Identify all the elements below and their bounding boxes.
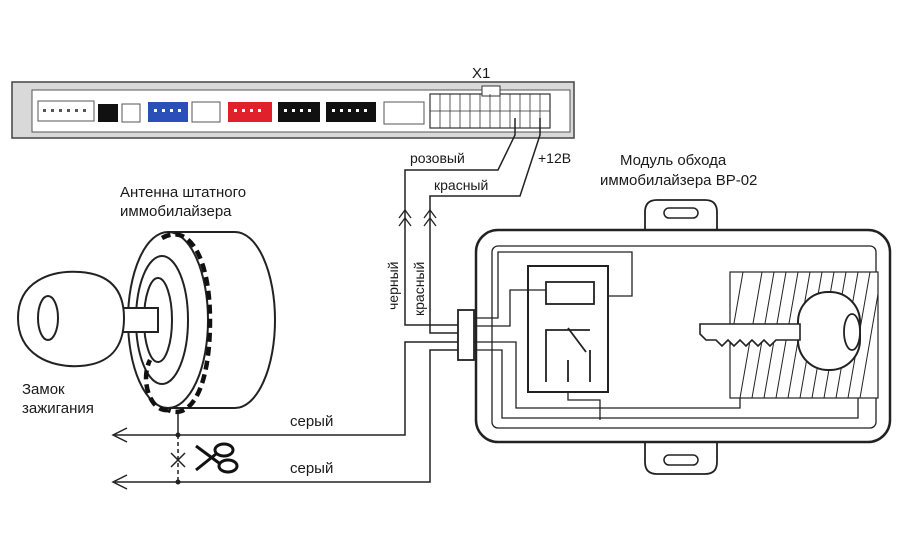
- scissors-icon: [195, 442, 239, 474]
- chevron-up-icon: [423, 208, 437, 219]
- key-icon: [16, 270, 126, 368]
- module-label-line2: иммобилайзера BP-02: [600, 172, 757, 189]
- cut-mark-icon: [170, 452, 186, 468]
- connector-x1-latch: [481, 85, 501, 97]
- main-unit: X1: [11, 65, 575, 139]
- chevron-up-icon: [423, 216, 437, 227]
- connector-black-1: [98, 104, 118, 122]
- connector-black-2: [278, 102, 320, 122]
- chevron-up-icon: [398, 208, 412, 219]
- wire-gray-top: [115, 341, 462, 436]
- mount-hole-bottom: [663, 454, 699, 466]
- module-key-blade: [699, 323, 801, 348]
- ignition-label-line2: зажигания: [22, 400, 94, 417]
- arrow-left-icon: [111, 427, 128, 443]
- wires: [115, 118, 541, 483]
- wire-label-gray-bottom: серый: [290, 460, 333, 477]
- ignition-lock: [16, 231, 276, 409]
- ignition-label-line1: Замок: [22, 381, 65, 398]
- wire-label-gray-top: серый: [290, 413, 333, 430]
- connector-white-4: [383, 101, 425, 125]
- connector-white-1-pins: [43, 109, 86, 112]
- chevron-up-icon: [398, 216, 412, 227]
- junction-dot-bottom: [175, 479, 181, 485]
- module-connector: [457, 309, 475, 361]
- antenna-ring: [160, 232, 213, 414]
- connector-blue: [148, 102, 188, 122]
- antenna-label-line2: иммобилайзера: [120, 203, 232, 220]
- module-internal-wires: [474, 251, 859, 420]
- bypass-module: [457, 199, 892, 475]
- wire-gray-bottom: [115, 349, 462, 483]
- wire-label-red-vertical: красный: [411, 262, 427, 316]
- wire-red: [429, 118, 541, 334]
- wire-pink: [404, 118, 516, 326]
- connector-pin-dots: [154, 109, 367, 112]
- antenna-ring-back: [143, 358, 169, 413]
- wire-label-power: +12В: [538, 150, 571, 166]
- relay-icon: [545, 327, 591, 382]
- connector-white-2: [121, 103, 141, 123]
- module-key-hole: [843, 313, 861, 351]
- connector-white-1: [37, 100, 95, 122]
- connector-x1-label: X1: [472, 65, 490, 82]
- arrow-left-icon: [111, 474, 128, 490]
- module-label-line1: Модуль обхода: [620, 152, 727, 169]
- antenna-label-line1: Антенна штатного: [120, 184, 246, 201]
- connector-white-3: [191, 101, 221, 123]
- wire-label-red: красный: [434, 177, 488, 193]
- key-hole: [37, 295, 59, 341]
- junction-dot-top: [175, 432, 181, 438]
- relay-coil: [545, 281, 595, 305]
- wire-label-pink: розовый: [410, 150, 465, 166]
- wire-label-black-vertical: черный: [385, 262, 401, 310]
- connector-x1-grid: [430, 94, 550, 128]
- mount-hole-top: [663, 207, 699, 219]
